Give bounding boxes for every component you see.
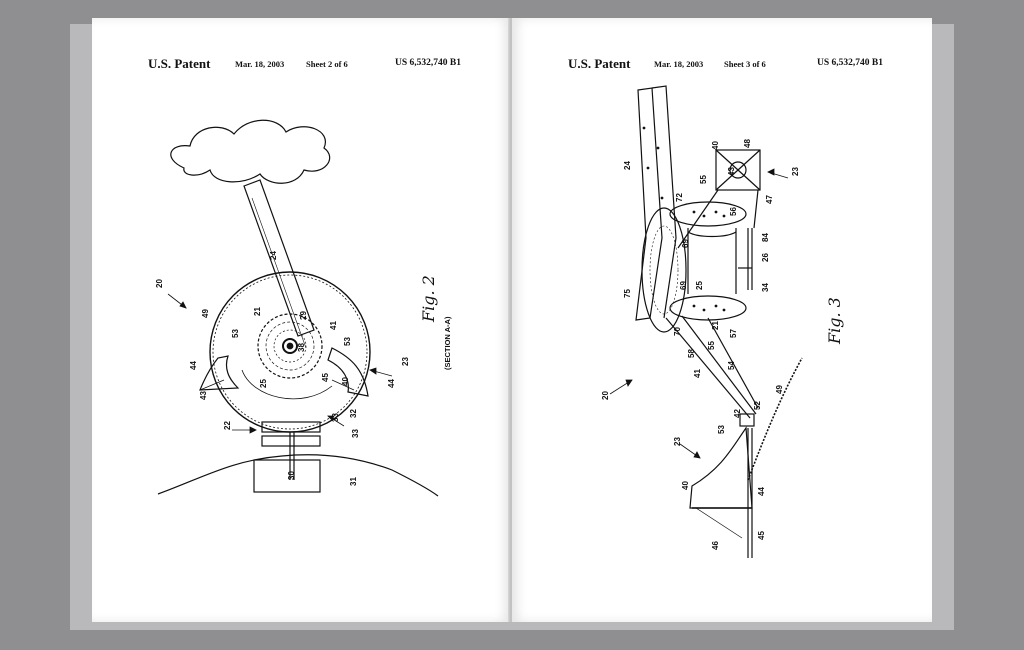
ref-70: 70 <box>673 327 682 336</box>
ref-52: 52 <box>753 401 762 410</box>
ref-20: 20 <box>601 391 610 400</box>
left-header-sheet: Sheet 2 of 6 <box>306 59 348 69</box>
ref-43: 43 <box>727 167 736 176</box>
ref-23b: 23 <box>673 437 682 446</box>
fig3-label: Fig. 3 <box>825 297 844 345</box>
ref-23: 23 <box>401 357 410 366</box>
cloud-shape <box>170 119 331 184</box>
ref-57: 57 <box>729 329 738 338</box>
fig2-label: Fig. 2 <box>419 275 438 323</box>
ref-40: 40 <box>341 377 350 386</box>
ref-20: 20 <box>155 279 164 288</box>
ref-25: 25 <box>695 281 704 290</box>
ref-72: 72 <box>675 193 684 202</box>
ref-21: 21 <box>711 321 720 330</box>
ref-25: 25 <box>259 379 268 388</box>
left-header-patent: U.S. Patent <box>148 56 211 71</box>
ref-21: 21 <box>253 307 262 316</box>
ref-41: 41 <box>693 369 702 378</box>
ref-49: 49 <box>201 309 210 318</box>
ref-55: 55 <box>699 175 708 184</box>
ref-23: 23 <box>791 167 800 176</box>
ref-46: 46 <box>711 541 720 550</box>
ref-53: 53 <box>717 425 726 434</box>
ref-40: 40 <box>711 141 720 150</box>
right-header-date: Mar. 18, 2003 <box>654 59 704 69</box>
ref-31: 31 <box>349 477 358 486</box>
ref-55b: 55 <box>707 341 716 350</box>
fig3-drawing: 24 40 48 43 23 55 56 47 72 84 69 26 34 6… <box>601 85 844 558</box>
ref-41: 41 <box>329 321 338 330</box>
ref-33b: 33 <box>351 429 360 438</box>
tube <box>243 179 315 337</box>
ref-48: 48 <box>743 139 752 148</box>
left-page: U.S. Patent Mar. 18, 2003 Sheet 2 of 6 U… <box>92 18 510 622</box>
fig2-section-label: (SECTION A-A) <box>443 316 452 370</box>
ref-45: 45 <box>321 373 330 382</box>
right-header-sheet: Sheet 3 of 6 <box>724 59 766 69</box>
ref-38: 38 <box>297 343 306 352</box>
ref-34: 34 <box>761 283 770 292</box>
ref-49: 49 <box>775 385 784 394</box>
ref-54: 54 <box>727 361 736 370</box>
ref-40b: 40 <box>681 481 690 490</box>
vertical-tube <box>635 87 663 321</box>
ref-69b: 69 <box>679 281 688 290</box>
ref-69: 69 <box>681 239 690 248</box>
ref-30: 30 <box>287 471 296 480</box>
right-header-patent: U.S. Patent <box>568 56 631 71</box>
ref-44: 44 <box>757 487 766 496</box>
ref-22: 22 <box>223 421 232 430</box>
ref-29: 29 <box>299 311 308 320</box>
left-header-number: US 6,532,740 B1 <box>395 58 461 68</box>
ref-53b: 53 <box>343 337 352 346</box>
ref-75: 75 <box>623 289 632 298</box>
right-page: U.S. Patent Mar. 18, 2003 Sheet 3 of 6 U… <box>512 18 932 622</box>
ref-24: 24 <box>623 161 632 170</box>
ref-84: 84 <box>761 233 770 242</box>
book-spine <box>508 18 514 622</box>
ref-43: 43 <box>199 391 208 400</box>
ref-44b: 44 <box>387 379 396 388</box>
ref-45: 45 <box>757 531 766 540</box>
ref-42: 42 <box>733 409 742 418</box>
ref-26: 26 <box>761 253 770 262</box>
ref-47: 47 <box>765 195 774 204</box>
ref-33: 33 <box>331 413 340 422</box>
ref-56: 56 <box>729 207 738 216</box>
ref-53: 53 <box>231 329 240 338</box>
ref-24: 24 <box>269 251 278 260</box>
right-header-number: US 6,532,740 B1 <box>817 58 883 68</box>
fig2-drawing: 20 49 24 21 29 41 53 38 53 25 45 40 44 4… <box>155 119 452 497</box>
ref-58: 58 <box>687 349 696 358</box>
ref-44: 44 <box>189 361 198 370</box>
ref-32: 32 <box>349 409 358 418</box>
left-header-date: Mar. 18, 2003 <box>235 59 285 69</box>
